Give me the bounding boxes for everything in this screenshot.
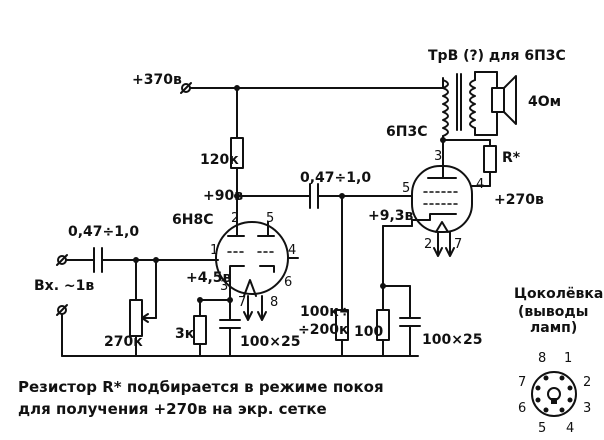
t1-pin-7: 7 xyxy=(238,295,246,310)
pot-label: 270к xyxy=(104,334,143,350)
coupling-cap-label: 0,47÷1,0 xyxy=(300,170,371,186)
t1-pin-2: 2 xyxy=(231,211,239,226)
cap-a-label: 100×25 xyxy=(240,334,300,350)
t1-pin-6: 6 xyxy=(284,275,292,290)
input-label: Вх. ~1в xyxy=(34,278,94,294)
output-tube-6p3s xyxy=(411,163,473,233)
t1-pin-1: 1 xyxy=(210,243,218,258)
r120k-label: 120к xyxy=(200,152,239,168)
r100-label: 100 xyxy=(354,324,383,340)
resistor-120k xyxy=(230,85,244,197)
potentiometer-270k xyxy=(129,259,157,357)
input-tube-label: 6Н8С xyxy=(172,212,213,228)
grid-res-label-1: 100к÷ xyxy=(300,304,350,320)
socket-pin-6: 6 xyxy=(518,401,526,416)
t2-pin-3: 3 xyxy=(434,149,442,164)
output-transformer xyxy=(442,71,498,165)
screen-voltage-label: +270в xyxy=(494,192,544,208)
output-tube-label: 6П3С xyxy=(386,124,427,140)
socket-pin-7: 7 xyxy=(518,375,526,390)
pinout-title-3: ламп) xyxy=(530,320,577,336)
socket-pin-2: 2 xyxy=(583,375,591,390)
pinout-title-1: Цоколёвка xyxy=(514,286,603,302)
grid-resistor xyxy=(335,195,349,357)
transformer-label: ТрВ (?) для 6П3С xyxy=(428,48,566,64)
socket-pin-3: 3 xyxy=(583,401,591,416)
input-cap-label: 0,47÷1,0 xyxy=(68,224,139,240)
socket-pin-8: 8 xyxy=(538,351,546,366)
plus90-label: +90в xyxy=(203,188,243,204)
socket-pinout xyxy=(531,371,577,417)
t1-pin-5: 5 xyxy=(266,211,274,226)
cap-b-label: 100×25 xyxy=(422,332,482,348)
socket-pin-4: 4 xyxy=(566,421,574,436)
socket-pin-1: 1 xyxy=(564,351,572,366)
r3k-label: 3к xyxy=(175,326,195,342)
pinout-title-2: (выводы xyxy=(518,304,588,320)
supply-label: +370в xyxy=(132,72,182,88)
note-line-2: для получения +270в на экр. сетке xyxy=(18,400,327,418)
note-line-1: Резистор R* подбирается в режиме покоя xyxy=(18,378,384,396)
speaker-impedance: 4Ом xyxy=(528,94,561,110)
speaker-icon xyxy=(491,75,517,125)
plus45-label: +4,5в xyxy=(186,270,232,286)
socket-pin-5: 5 xyxy=(538,421,546,436)
t2-pin-5: 5 xyxy=(402,181,410,196)
t1-pin-3: 3 xyxy=(220,279,228,294)
t2-pin-4: 4 xyxy=(476,177,484,192)
r-star-label: R* xyxy=(502,150,521,166)
t1-pin-8: 8 xyxy=(270,295,278,310)
t1-pin-4: 4 xyxy=(288,243,296,258)
cathode-network-1 xyxy=(193,271,241,357)
cathode-network-2 xyxy=(376,219,431,357)
plus93-label: +9,3в xyxy=(368,208,414,224)
t2-pin-7: 7 xyxy=(454,237,462,252)
input-section xyxy=(56,247,219,357)
coupling-capacitor xyxy=(309,183,413,209)
grid-res-label-2: ÷200к xyxy=(298,322,349,338)
supply-rail xyxy=(180,77,444,94)
resistor-r-star xyxy=(440,137,497,187)
t2-pin-2: 2 xyxy=(424,237,432,252)
